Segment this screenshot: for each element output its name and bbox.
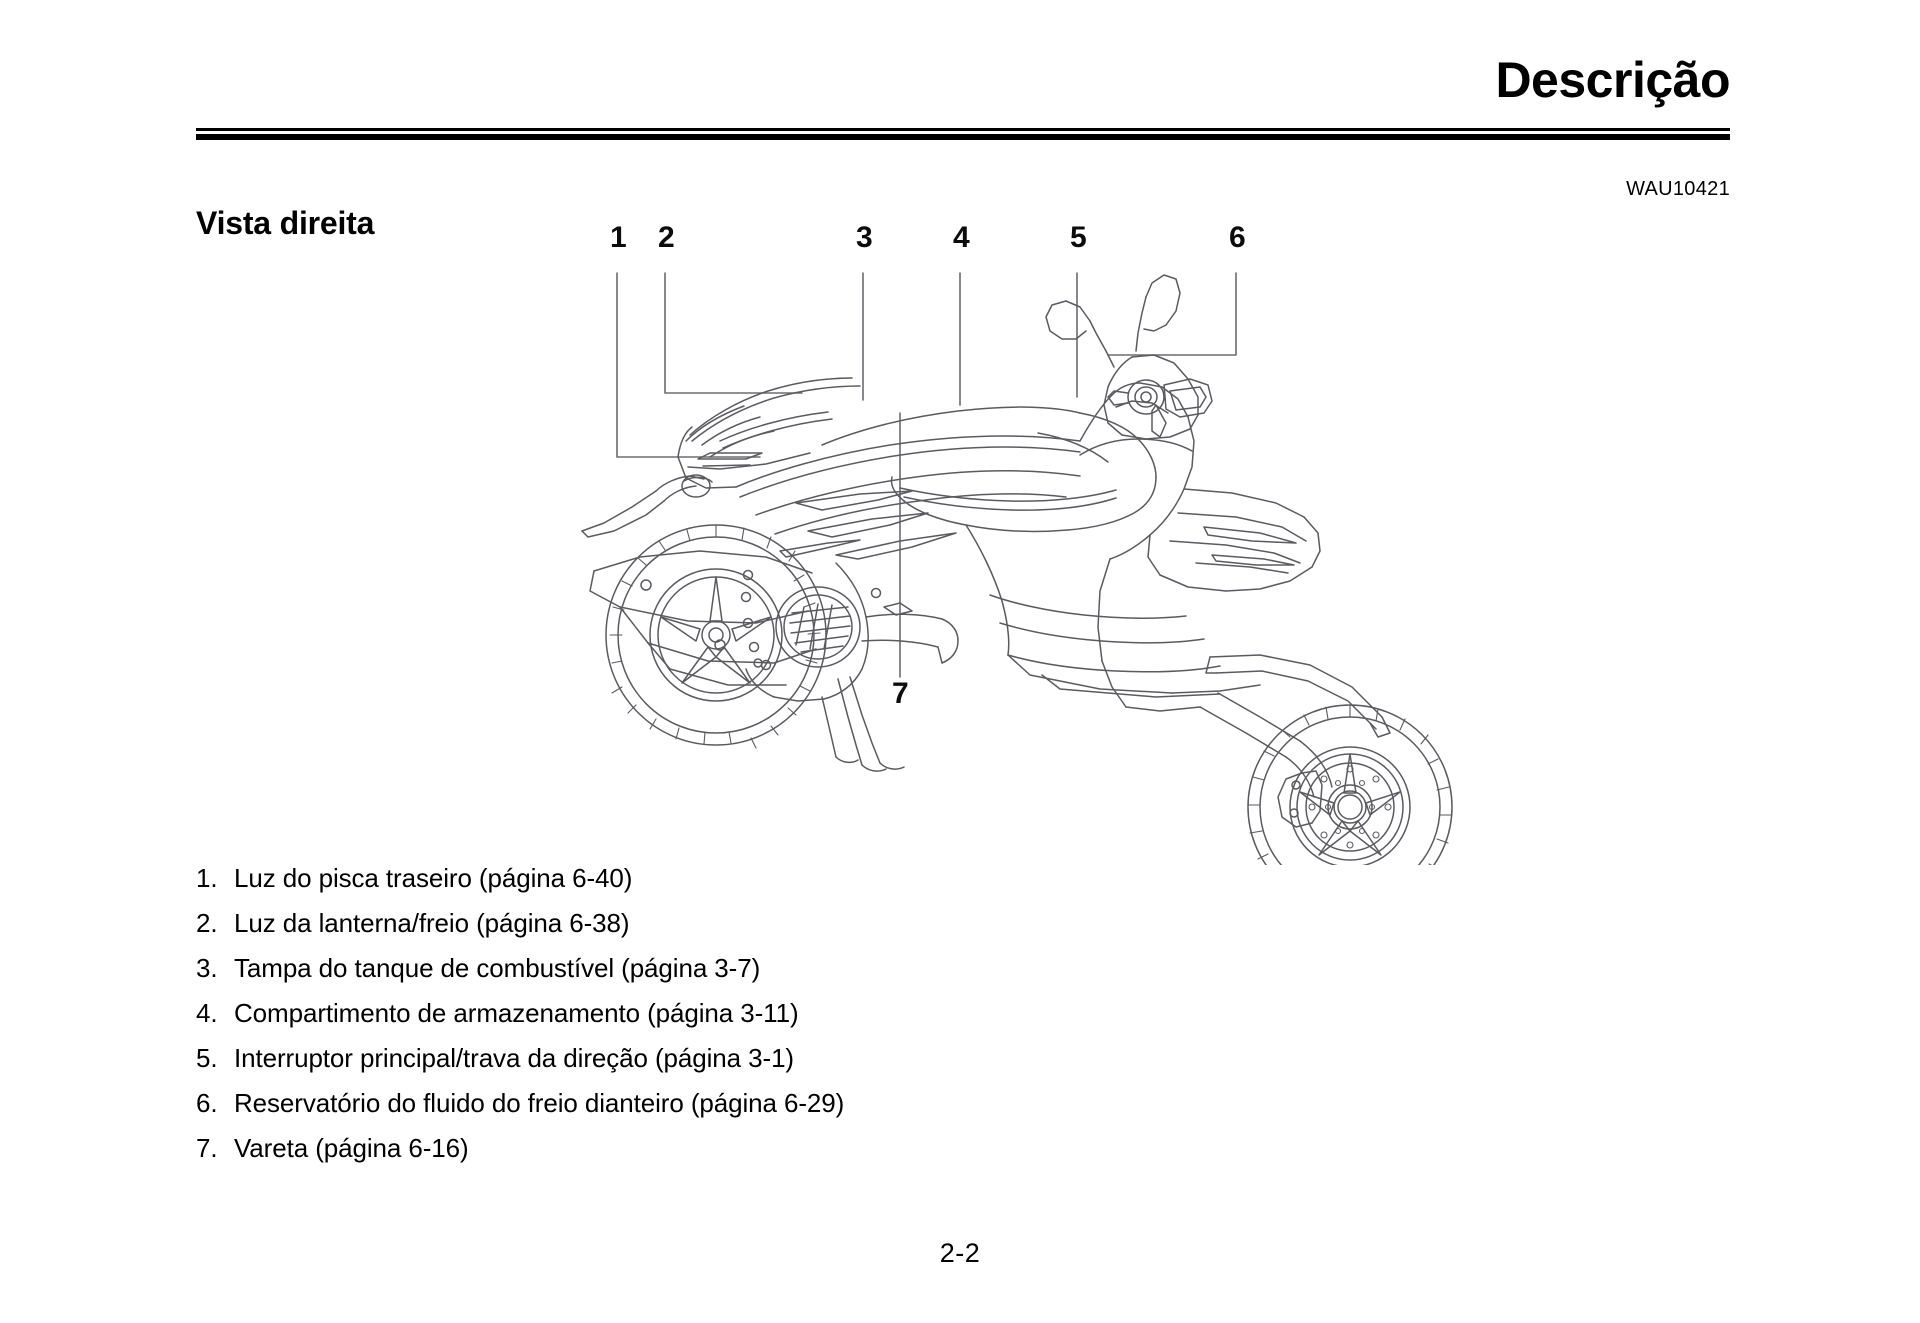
- scooter-diagram: 1 2 3 4 5 6 7: [560, 223, 1560, 865]
- main-switch: [1127, 379, 1165, 415]
- scooter-line-art: [581, 272, 1453, 865]
- callout-3: 3: [856, 221, 873, 254]
- list-item: 7. Vareta (página 6-16): [196, 1135, 1296, 1161]
- list-item-number: 4.: [196, 998, 218, 1028]
- list-item-label: Luz da lanterna/freio (página 6-38): [234, 908, 630, 938]
- callout-6: 6: [1229, 221, 1246, 254]
- list-item-label: Tampa do tanque de combustível (página 3…: [234, 953, 761, 983]
- list-item-label: Luz do pisca traseiro (página 6-40): [234, 863, 633, 893]
- document-code: WAU10421: [1626, 178, 1730, 200]
- list-item-number: 1.: [196, 863, 218, 893]
- list-item: 5. Interruptor principal/trava da direçã…: [196, 1045, 1296, 1071]
- cvt-cover: [775, 586, 861, 668]
- list-item-number: 6.: [196, 1088, 218, 1118]
- leader-line-2: [664, 272, 803, 394]
- callout-7: 7: [892, 677, 909, 710]
- list-item: 4. Compartimento de armazenamento (págin…: [196, 1000, 1296, 1026]
- list-item: 3. Tampa do tanque de combustível (págin…: [196, 955, 1296, 981]
- list-item: 2. Luz da lanterna/freio (página 6-38): [196, 910, 1296, 936]
- list-item-number: 3.: [196, 953, 218, 983]
- header-rule-thin: [196, 128, 1730, 131]
- header-rule-thick: [196, 134, 1730, 140]
- section-heading: Vista direita: [196, 205, 375, 241]
- front-brake-disc: [1305, 762, 1395, 852]
- page-number: 2-2: [939, 1238, 981, 1268]
- callout-4: 4: [953, 221, 970, 254]
- list-item-label: Reservatório do fluido do freio dianteir…: [234, 1088, 845, 1118]
- legend-list: 1. Luz do pisca traseiro (página 6-40) 2…: [196, 865, 1296, 1180]
- header-rule: [196, 128, 1730, 140]
- callout-1: 1: [610, 221, 627, 254]
- front-rim: [1289, 746, 1411, 865]
- brake-disc-holes: [1308, 765, 1392, 849]
- list-item-label: Vareta (página 6-16): [234, 1133, 469, 1163]
- page-title: Descrição: [1495, 52, 1730, 108]
- seat-group: [821, 406, 1157, 533]
- list-item: 1. Luz do pisca traseiro (página 6-40): [196, 865, 1296, 891]
- leader-lines: [616, 272, 1237, 678]
- callout-2: 2: [658, 221, 675, 254]
- list-item-number: 7.: [196, 1133, 218, 1163]
- brake-fluid-reservoir: [1163, 378, 1213, 418]
- rear-wheel-group: [589, 524, 827, 749]
- rear-rim: [649, 568, 783, 702]
- leader-line-6: [1107, 272, 1237, 356]
- list-item-number: 2.: [196, 908, 218, 938]
- list-item-label: Interruptor principal/trava da direção (…: [234, 1043, 794, 1073]
- floorboard-group: [965, 524, 1261, 698]
- leader-line-1: [616, 272, 761, 458]
- callout-5: 5: [1070, 221, 1087, 254]
- list-item: 6. Reservatório do fluido do freio diant…: [196, 1090, 1296, 1116]
- list-item-number: 5.: [196, 1043, 218, 1073]
- rear-body-group: [581, 377, 861, 538]
- list-item-label: Compartimento de armazenamento (página 3…: [234, 998, 799, 1028]
- side-cover-group: [735, 435, 1081, 560]
- front-section-group: [1045, 274, 1453, 865]
